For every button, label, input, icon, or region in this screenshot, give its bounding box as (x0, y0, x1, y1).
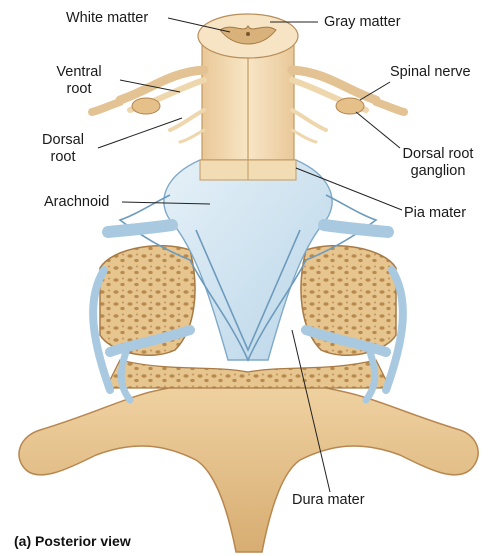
figure-caption: (a) Posterior view (14, 533, 131, 549)
label-dorsal-root-ganglion: Dorsal root ganglion (396, 146, 480, 180)
label-dura-mater: Dura mater (292, 492, 365, 509)
label-white-matter: White matter (66, 10, 148, 27)
label-pia-mater: Pia mater (404, 205, 466, 222)
label-ventral-root: Ventral root (44, 64, 114, 98)
right-ganglion (336, 98, 364, 114)
label-dorsal-root: Dorsal root (30, 132, 96, 166)
label-arachnoid: Arachnoid (44, 194, 109, 211)
label-gray-matter: Gray matter (324, 14, 401, 31)
label-spinal-nerve: Spinal nerve (390, 64, 471, 81)
left-ganglion (132, 98, 160, 114)
